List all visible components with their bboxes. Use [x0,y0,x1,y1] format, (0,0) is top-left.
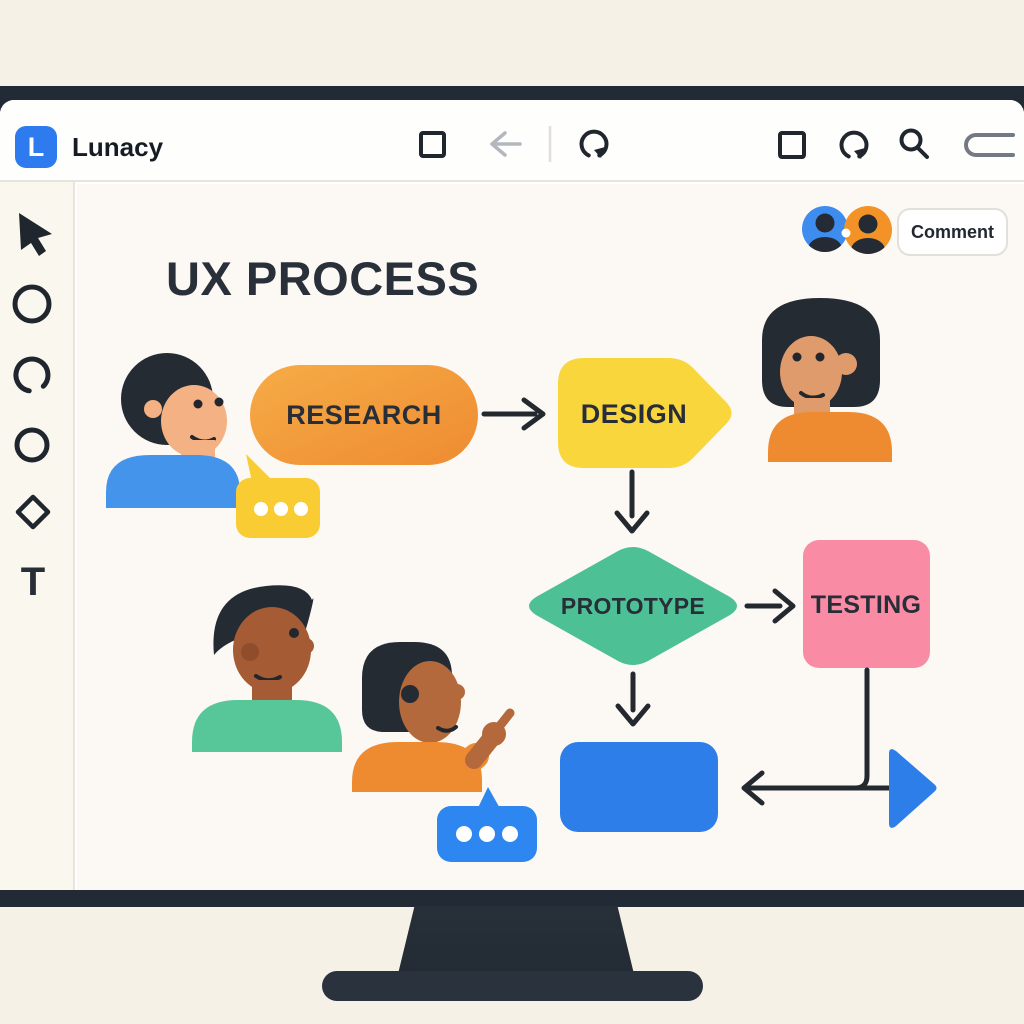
comment-button[interactable]: Comment [897,208,1008,256]
arrow-research-design[interactable] [481,397,546,431]
person-man-green[interactable] [192,585,342,752]
monitor-bottom-bezel [0,890,1024,907]
toolbar [0,100,1024,182]
flowchart-node-bluerect[interactable] [560,742,718,832]
app-name: Lunacy [72,132,164,162]
arrow-design-prototype[interactable] [614,469,650,534]
tool-sidebar [0,182,75,890]
blue-triangle-shape[interactable] [889,749,937,828]
speech-bubble-yellow[interactable] [236,454,320,538]
pointer-tool[interactable] [19,213,52,256]
lunacy-logo-icon[interactable]: L [15,126,57,168]
monitor-stand-neck [398,906,634,974]
person-man-blue[interactable] [106,353,240,508]
frame-icon[interactable] [419,131,446,158]
avatar-overlap-dot [841,228,851,238]
arrow-prototype-testing[interactable] [744,588,796,624]
flowchart-node-testing[interactable]: TESTING [803,540,930,668]
node-label: PROTOTYPE [561,593,705,619]
monitor-stand-base [322,971,703,1001]
clip-icon[interactable] [964,133,1015,157]
frame-icon[interactable] [778,131,806,159]
text-tool-glyph: T [21,560,45,604]
ellipse-tool[interactable] [12,284,52,324]
text-tool[interactable]: T [21,560,45,604]
history-icon[interactable] [839,130,869,159]
flowchart-node-design[interactable]: DESIGN [558,358,732,468]
node-label: DESIGN [581,399,688,429]
avatar-blue[interactable] [802,206,848,261]
canvas-title[interactable]: UX PROCESS [166,252,480,305]
connector-testing-bluerect[interactable] [741,667,893,806]
node-label: RESEARCH [286,400,442,430]
person-woman-orange[interactable] [762,298,892,462]
search-icon[interactable] [899,128,929,159]
person-woman-pointing[interactable] [352,642,515,792]
history-icon[interactable] [579,129,609,158]
back-arrow-icon[interactable] [490,131,522,157]
flowchart-node-prototype[interactable]: PROTOTYPE [529,547,737,665]
avatar-orange[interactable] [841,206,893,262]
flowchart-node-research[interactable]: RESEARCH [250,365,478,465]
diamond-tool[interactable] [15,494,51,530]
arc-tool[interactable] [13,356,51,394]
arrow-prototype-bluerect[interactable] [615,671,651,727]
speech-bubble-blue[interactable] [437,787,537,862]
node-label: TESTING [811,591,921,619]
circle-tool[interactable] [14,427,50,463]
